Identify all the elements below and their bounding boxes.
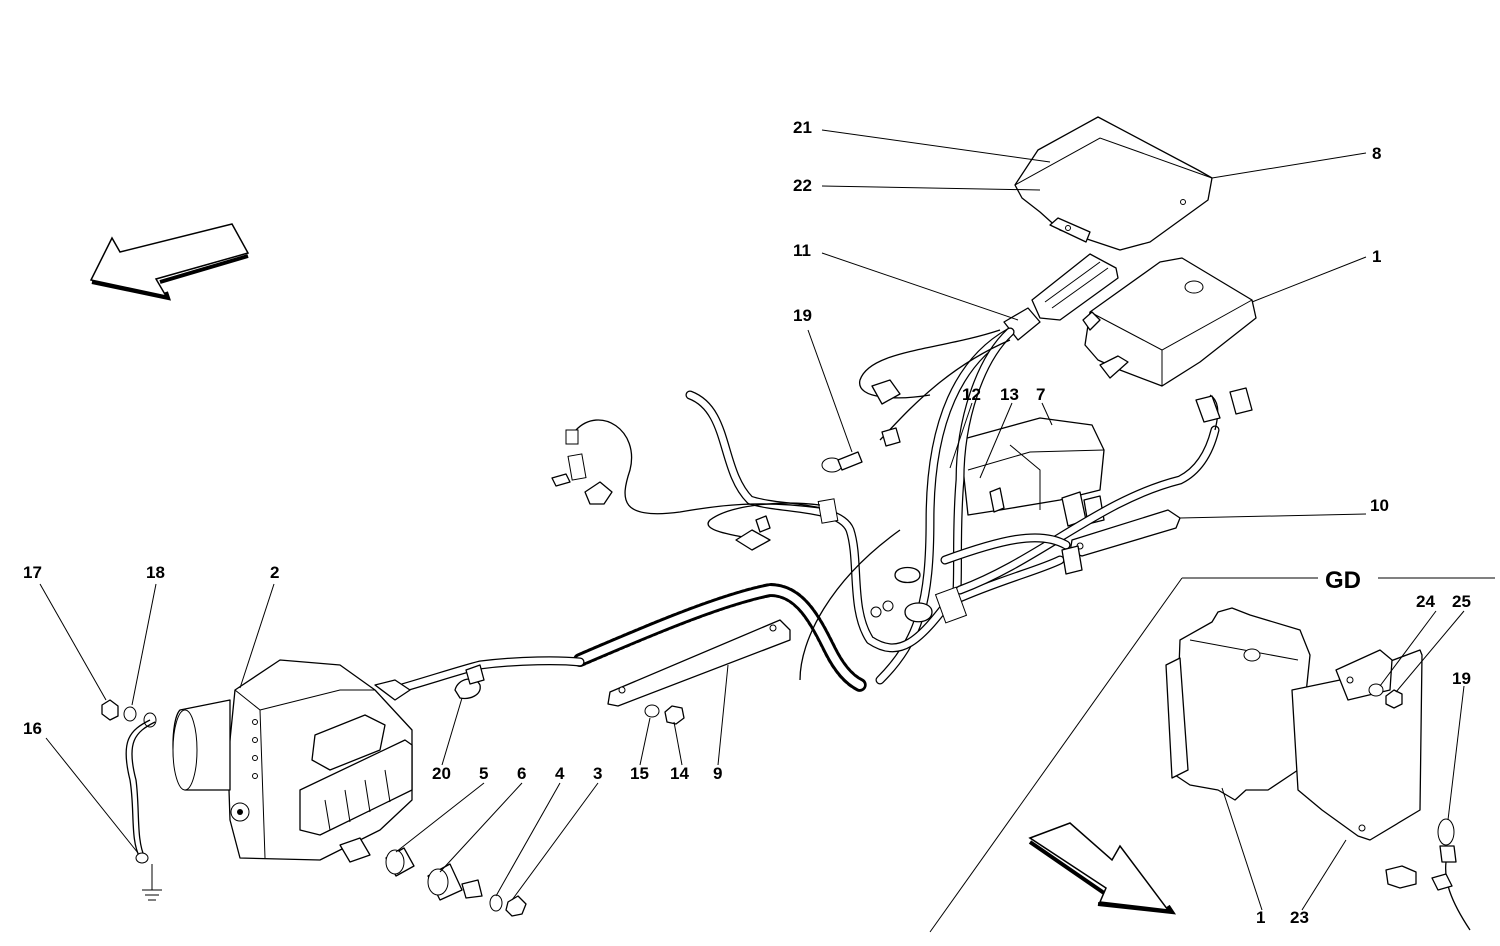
bracket-gd — [1291, 649, 1423, 841]
label-21: 21 — [793, 118, 812, 137]
gd-variant-frame — [929, 577, 1495, 933]
harness-clips — [870, 566, 933, 623]
label-5: 5 — [479, 764, 488, 783]
control-unit-upper — [1082, 257, 1257, 387]
label-19-upper: 19 — [793, 306, 812, 325]
support-bracket — [607, 619, 791, 707]
relay-box — [959, 417, 1105, 527]
washer-24-nut-25 — [1368, 683, 1403, 709]
label-19-lower: 19 — [1452, 669, 1471, 688]
label-1-upper: 1 — [1372, 247, 1381, 266]
label-16: 16 — [23, 719, 42, 738]
label-18: 18 — [146, 563, 165, 582]
label-4: 4 — [555, 764, 565, 783]
label-25: 25 — [1452, 592, 1471, 611]
reference-numbers: 21 22 8 1 11 19 12 13 7 10 17 18 2 16 20… — [23, 118, 1471, 927]
wiring-harness — [573, 327, 1220, 692]
label-24: 24 — [1416, 592, 1435, 611]
variant-label-gd: GD — [1325, 567, 1361, 594]
label-2: 2 — [270, 563, 279, 582]
label-13: 13 — [1000, 385, 1019, 404]
direction-arrow-upper-left — [89, 223, 250, 301]
label-3: 3 — [593, 764, 602, 783]
label-7: 7 — [1036, 385, 1045, 404]
label-8: 8 — [1372, 144, 1381, 163]
direction-arrow-lower-right — [1028, 822, 1177, 915]
ecu-cover — [1014, 116, 1213, 251]
label-6: 6 — [517, 764, 526, 783]
label-17: 17 — [23, 563, 42, 582]
label-11: 11 — [793, 241, 811, 260]
label-12: 12 — [962, 385, 981, 404]
small-connectors — [551, 379, 1253, 575]
fittings-3-6 — [385, 847, 527, 917]
control-unit-gd — [1165, 607, 1311, 801]
brake-pipe — [390, 529, 901, 695]
pipe-clamp — [454, 664, 485, 700]
leader-lines — [39, 129, 1465, 911]
ground-lead — [101, 699, 162, 901]
label-1-lower: 1 — [1256, 908, 1265, 927]
label-20: 20 — [432, 764, 451, 783]
abs-hydraulic-unit — [172, 659, 413, 863]
label-10: 10 — [1370, 496, 1389, 515]
eyelet-terminal-19-upper — [821, 451, 863, 473]
label-23: 23 — [1290, 908, 1309, 927]
label-9: 9 — [713, 764, 722, 783]
label-14: 14 — [670, 764, 689, 783]
nut-14-washer-15 — [644, 704, 685, 725]
eyelet-terminal-19-lower — [1385, 818, 1471, 931]
label-15: 15 — [630, 764, 649, 783]
label-22: 22 — [793, 176, 812, 195]
